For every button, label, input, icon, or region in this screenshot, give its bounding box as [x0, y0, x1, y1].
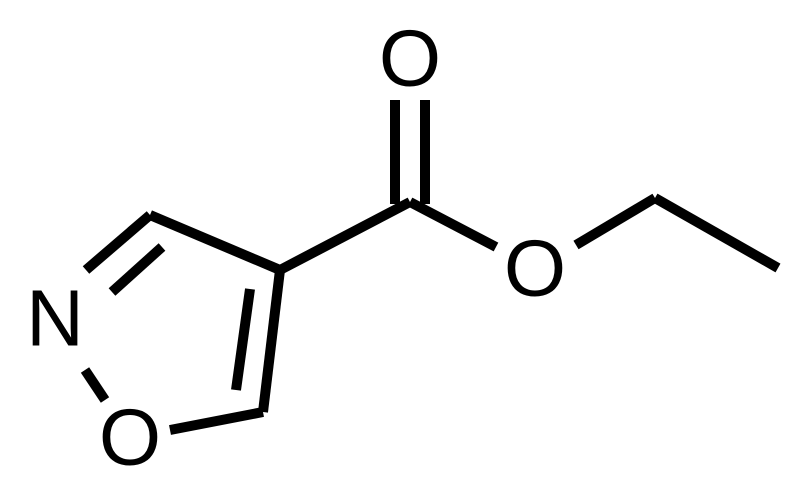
bond-c5-o1: [169, 407, 264, 435]
bond-ch2-ch3: [652, 193, 781, 273]
atom-ester-oxygen: O: [504, 224, 566, 313]
bond-n2-c3: [82, 211, 154, 274]
atom-ring-oxygen: O: [99, 393, 161, 482]
bond-carbonyl-ester-o: [407, 197, 499, 252]
atom-carbonyl-oxygen: O: [379, 14, 441, 103]
bond-c4-c5-inner: [231, 288, 255, 391]
bond-c3-c4: [148, 210, 282, 275]
bond-c4-c5: [258, 269, 285, 413]
bond-c4-carbonyl: [277, 197, 413, 275]
bond-o1-n2: [80, 367, 110, 403]
bond-ester-o-ch2: [573, 193, 658, 250]
atom-ring-nitrogen: N: [26, 274, 84, 363]
bond-n2-c3-inner: [108, 243, 166, 296]
